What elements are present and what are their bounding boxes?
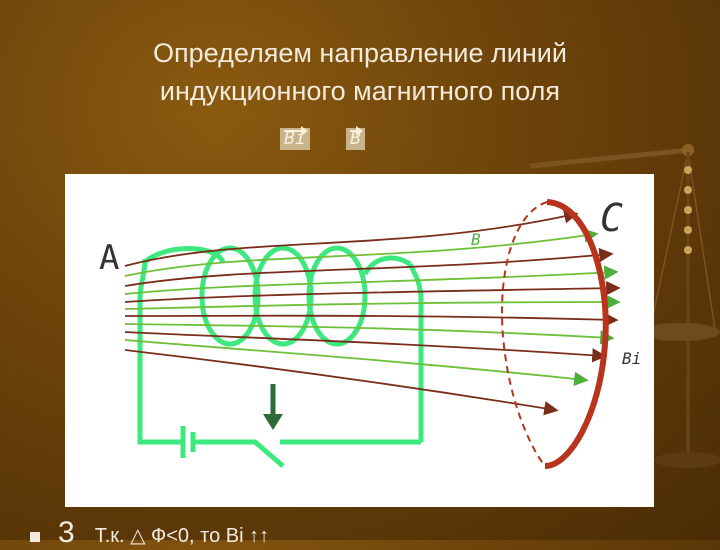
- induced-ring: [500, 199, 609, 469]
- label-b-vector: B: [471, 230, 481, 249]
- step-number: 3: [58, 516, 75, 549]
- footer-text: Т.к. △ Ф<0, то Bi ↑↑: [94, 525, 270, 547]
- diagram-panel: A C B Bi: [65, 174, 654, 507]
- title-line-1: Определяем направление линий: [153, 38, 567, 68]
- vector-bi-tag: Bi: [280, 126, 310, 150]
- balance-scale-decoration: [529, 144, 720, 468]
- solenoid-coil: [143, 245, 412, 347]
- label-a: A: [99, 238, 120, 278]
- switch-arrow-icon: [263, 384, 283, 430]
- vector-b-tag: B: [346, 126, 365, 150]
- footer-line: 3 Т.к. △ Ф<0, то Bi ↑↑: [30, 516, 269, 550]
- coil-diagram: [124, 199, 621, 469]
- label-c: C: [600, 196, 623, 240]
- slide-title: Определяем направление линий индукционно…: [60, 34, 660, 110]
- label-bi-vector: Bi: [622, 349, 642, 368]
- bullet-icon: [30, 532, 40, 542]
- title-line-2: индукционного магнитного поля: [159, 76, 561, 106]
- magnetic-field-lines: [124, 209, 621, 416]
